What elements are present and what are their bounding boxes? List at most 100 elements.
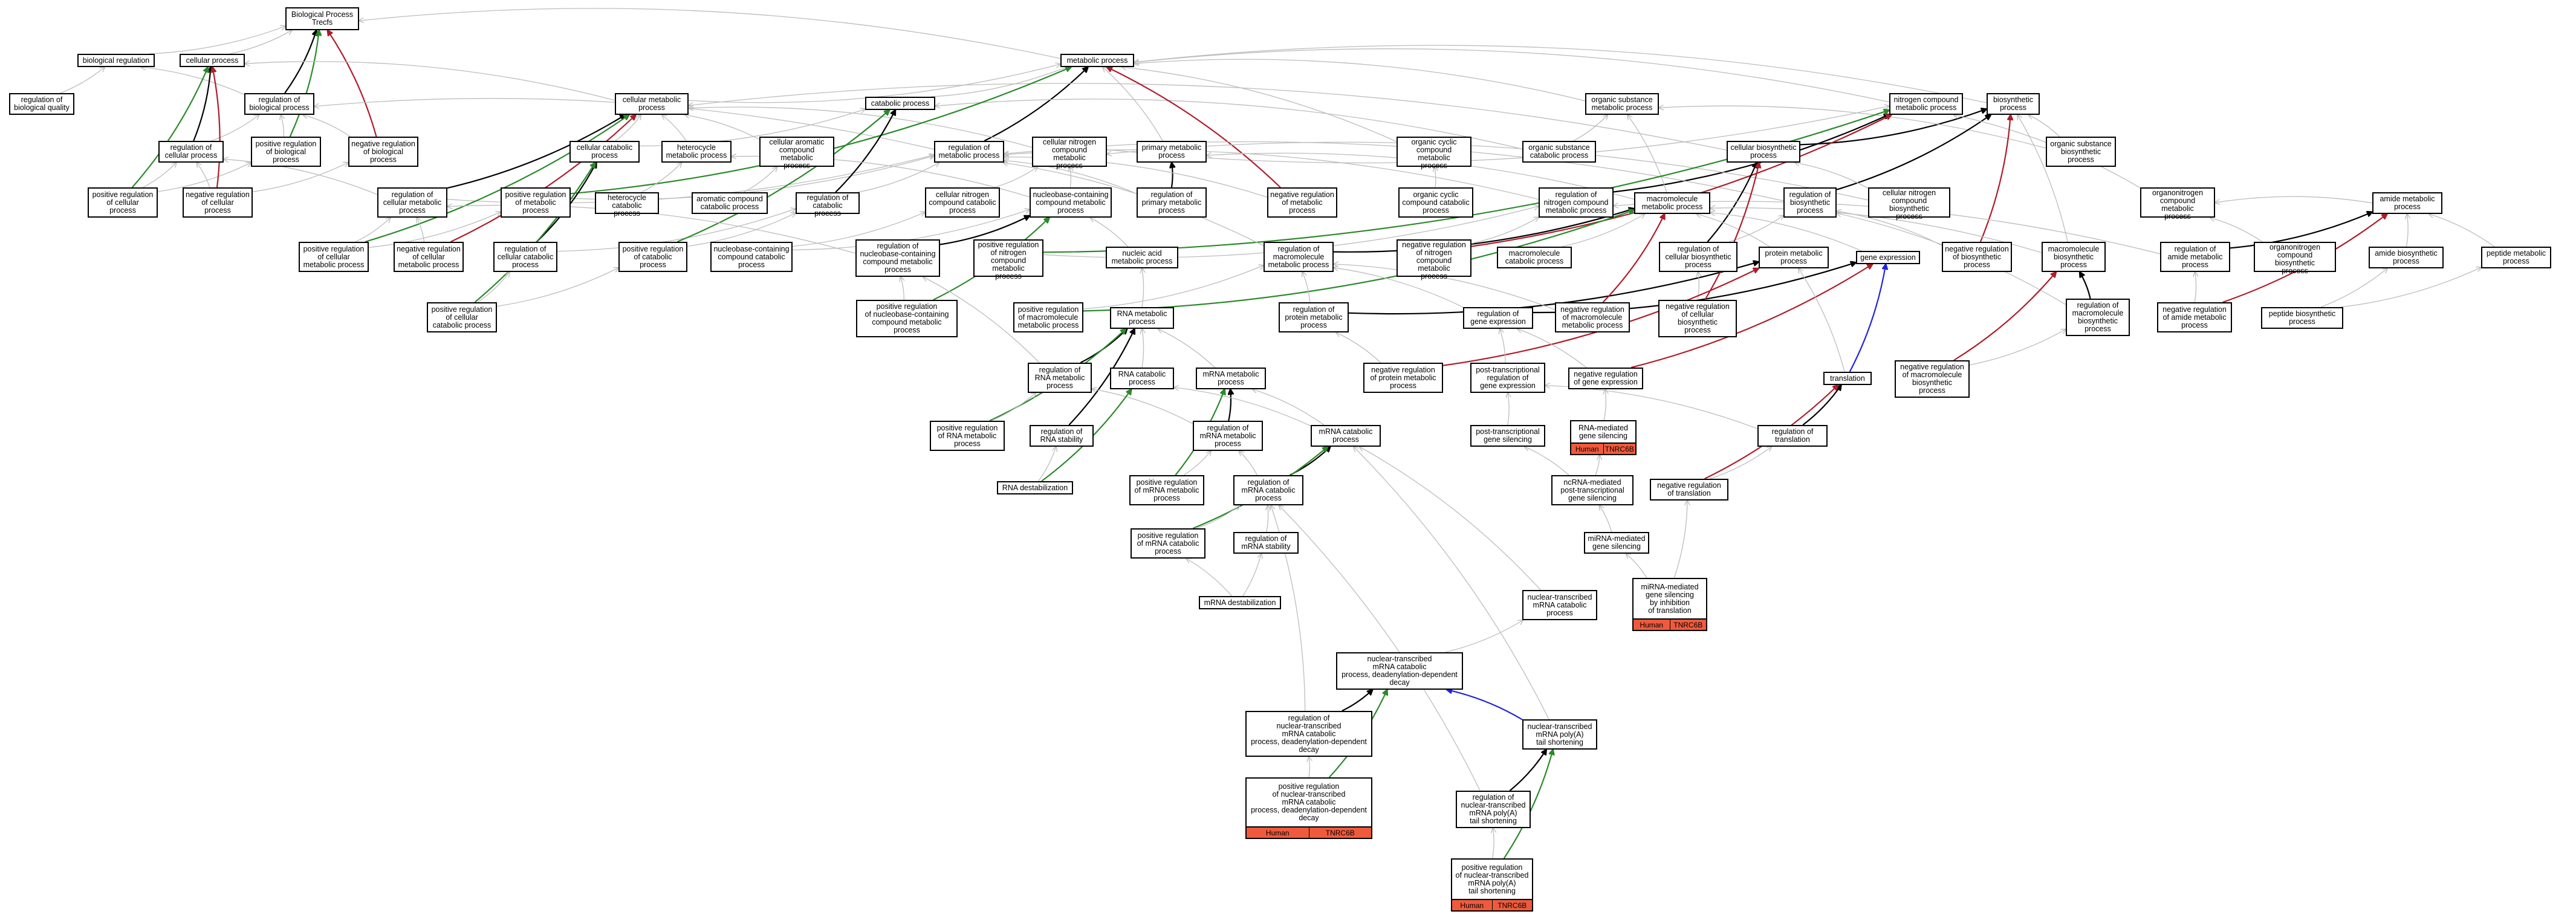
- go-term-macromet[interactable]: macromolecule metabolic process: [1634, 192, 1710, 214]
- go-term-regmrnacat[interactable]: regulation of mRNA catabolic process: [1233, 475, 1303, 505]
- go-term-orgnitrobiosyn[interactable]: organonitrogen compound biosynthetic pro…: [2254, 242, 2336, 275]
- go-term-posregpolyA[interactable]: positive regulation of nuclear-transcrib…: [1451, 858, 1533, 912]
- go-term-regprimet[interactable]: regulation of primary metabolic process: [1137, 187, 1207, 218]
- go-term-cellbiosyn[interactable]: cellular biosynthetic process: [1727, 141, 1800, 163]
- go-term-cellmet[interactable]: cellular metabolic process: [615, 93, 689, 115]
- go-term-negregnitromet[interactable]: negative regulation of nitrogen compound…: [1397, 239, 1471, 280]
- go-term-peptidebiosyn[interactable]: peptide biosynthetic process: [2261, 307, 2343, 329]
- go-term-regcellmet[interactable]: regulation of cellular metabolic process: [377, 187, 447, 218]
- go-term-negregbp[interactable]: negative regulation of biological proces…: [348, 137, 418, 167]
- go-term-negregcp[interactable]: negative regulation of cellular process: [183, 187, 253, 218]
- go-term-rnamet[interactable]: RNA metabolic process: [1110, 307, 1174, 329]
- go-term-metab[interactable]: metabolic process: [1060, 54, 1134, 67]
- go-term-negregcellbiosyn[interactable]: negative regulation of cellular biosynth…: [1658, 300, 1737, 337]
- go-term-mirnasil[interactable]: miRNA-mediated gene silencing: [1584, 532, 1649, 554]
- go-term-mrnamet[interactable]: mRNA metabolic process: [1196, 368, 1266, 389]
- go-term-negregmacrobiosyn[interactable]: negative regulation of macromolecule bio…: [1895, 360, 1970, 398]
- go-term-primet[interactable]: primary metabolic process: [1137, 141, 1207, 163]
- go-term-osubbiosyn[interactable]: organic substance biosynthetic process: [2046, 137, 2116, 167]
- go-term-macrobiosyn[interactable]: macromolecule biosynthetic process: [2042, 242, 2106, 272]
- go-term-cellcat[interactable]: cellular catabolic process: [569, 141, 640, 163]
- go-term-polyA[interactable]: nuclear-transcribed mRNA poly(A) tail sh…: [1522, 719, 1597, 750]
- go-term-posregrnamet[interactable]: positive regulation of RNA metabolic pro…: [930, 421, 1005, 451]
- go-term-regmet[interactable]: regulation of metabolic process: [934, 141, 1004, 163]
- go-term-translation[interactable]: translation: [1823, 372, 1872, 385]
- go-term-ocyclic[interactable]: organic cyclic compound metabolic proces…: [1397, 137, 1471, 170]
- go-term-posregdeadenyl[interactable]: positive regulation of nuclear-transcrib…: [1245, 777, 1372, 839]
- go-term-regrnastab[interactable]: regulation of RNA stability: [1030, 425, 1094, 447]
- go-term-nuctrmrnacat[interactable]: nuclear-transcribed mRNA catabolic proce…: [1522, 590, 1597, 620]
- go-term-osubcat[interactable]: organic substance catabolic process: [1522, 141, 1596, 163]
- go-term-posregcp[interactable]: positive regulation of cellular process: [88, 187, 158, 218]
- go-term-posregmacromet[interactable]: positive regulation of macromolecule met…: [1013, 302, 1083, 332]
- go-term-nitromet[interactable]: nitrogen compound metabolic process: [1889, 93, 1963, 115]
- go-term-regcat[interactable]: regulation of catabolic process: [796, 192, 860, 218]
- go-term-negregmacromet[interactable]: negative regulation of macromolecule met…: [1555, 302, 1630, 332]
- go-term-posttranssil[interactable]: post-transcriptional gene silencing: [1470, 425, 1545, 447]
- go-term-regamidemet[interactable]: regulation of amide metabolic process: [2160, 242, 2230, 272]
- go-term-negregmet[interactable]: negative regulation of metabolic process: [1267, 187, 1337, 218]
- go-term-posregmet[interactable]: positive regulation of metabolic process: [501, 187, 571, 218]
- go-term-posregbp[interactable]: positive regulation of biological proces…: [251, 137, 321, 167]
- go-term-posregnitromet[interactable]: positive regulation of nitrogen compound…: [973, 239, 1043, 280]
- go-term-regmrnamet[interactable]: regulation of mRNA metabolic process: [1193, 421, 1263, 451]
- go-term-orgnitromet[interactable]: organonitrogen compound metabolic proces…: [2140, 187, 2215, 221]
- go-term-regmacromet[interactable]: regulation of macromolecule metabolic pr…: [1264, 242, 1334, 272]
- go-term-regprotmet[interactable]: regulation of protein metabolic process: [1279, 302, 1349, 332]
- go-term-posregnuccont[interactable]: positive regulation of nucleobase-contai…: [856, 300, 958, 337]
- go-term-negregamidemet[interactable]: negative regulation of amide metabolic p…: [2157, 302, 2232, 332]
- go-term-regmrnastab[interactable]: regulation of mRNA stability: [1233, 532, 1299, 554]
- go-term-regnuccont[interactable]: regulation of nucleobase-containing comp…: [855, 239, 940, 277]
- go-term-regbq[interactable]: regulation of biological quality: [9, 93, 74, 115]
- go-term-hetmet[interactable]: heterocycle metabolic process: [661, 141, 732, 163]
- go-term-posttransreg[interactable]: post-transcriptional regulation of gene …: [1470, 363, 1545, 393]
- go-term-peptidemet[interactable]: peptide metabolic process: [2481, 247, 2551, 268]
- go-term-regmacrobiosyn[interactable]: regulation of macromolecule biosynthetic…: [2066, 299, 2130, 336]
- go-term-regrnamet[interactable]: regulation of RNA metabolic process: [1028, 363, 1092, 393]
- go-term-nuccontcat[interactable]: nucleobase-containing compound catabolic…: [710, 242, 793, 272]
- go-term-amidemet[interactable]: amide metabolic process: [2372, 192, 2442, 214]
- go-term-negregtransl[interactable]: negative regulation of translation: [1650, 479, 1728, 501]
- go-term-regbp[interactable]: regulation of biological process: [244, 93, 314, 115]
- go-term-reggeneexp[interactable]: regulation of gene expression: [1463, 307, 1533, 329]
- go-term-posregcat[interactable]: positive regulation of catabolic process: [618, 242, 687, 272]
- go-term-cellarom[interactable]: cellular aromatic compound metabolic pro…: [759, 137, 834, 170]
- go-term-cellproc[interactable]: cellular process: [180, 54, 245, 67]
- go-term-osubmet[interactable]: organic substance metabolic process: [1585, 93, 1659, 115]
- go-term-protmet[interactable]: protein metabolic process: [1759, 247, 1829, 268]
- go-term-mrnadestab[interactable]: mRNA destabilization: [1199, 596, 1281, 609]
- go-term-posregcellcat[interactable]: positive regulation of cellular cataboli…: [427, 302, 497, 332]
- go-term-rnacat[interactable]: RNA catabolic process: [1110, 368, 1174, 389]
- go-term-nucacid[interactable]: nucleic acid metabolic process: [1106, 247, 1178, 268]
- go-term-regcellcat[interactable]: regulation of cellular catabolic process: [493, 242, 557, 272]
- go-term-negregbiosyn[interactable]: negative regulation of biosynthetic proc…: [1942, 242, 2012, 272]
- go-term-cellnitrobiosyn[interactable]: cellular nitrogen compound biosynthetic …: [1868, 187, 1950, 221]
- go-term-biosyn[interactable]: biosynthetic process: [1987, 93, 2040, 115]
- go-term-ncrnasil[interactable]: ncRNA-mediated post-transcriptional gene…: [1551, 475, 1634, 505]
- go-term-nuccont[interactable]: nucleobase-containing compound metabolic…: [1030, 187, 1112, 218]
- go-term-geneexp[interactable]: gene expression: [1856, 251, 1920, 264]
- go-term-negregprotmet[interactable]: negative regulation of protein metabolic…: [1363, 363, 1443, 393]
- go-term-posregcellmet[interactable]: positive regulation of cellular metaboli…: [299, 242, 369, 272]
- go-term-regtransl[interactable]: regulation of translation: [1757, 425, 1828, 447]
- go-term-ocycliccat[interactable]: organic cyclic compound catabolic proces…: [1398, 187, 1473, 218]
- go-term-posregmrnamet[interactable]: positive regulation of mRNA metabolic pr…: [1129, 475, 1204, 505]
- go-term-mrnacat[interactable]: mRNA catabolic process: [1311, 425, 1381, 447]
- go-term-amidebiosyn[interactable]: amide biosynthetic process: [2369, 247, 2444, 268]
- go-term-cellnitrocat[interactable]: cellular nitrogen compound catabolic pro…: [925, 187, 1000, 218]
- go-term-hetcat[interactable]: heterocycle catabolic process: [595, 192, 659, 218]
- go-term-posregmrnacat[interactable]: positive regulation of mRNA catabolic pr…: [1131, 528, 1205, 559]
- go-term-regpolyA[interactable]: regulation of nuclear-transcribed mRNA p…: [1456, 791, 1531, 828]
- go-term-mirnasiltransl[interactable]: miRNA-mediated gene silencing by inhibit…: [1632, 578, 1707, 631]
- go-term-regnitromet[interactable]: regulation of nitrogen compound metaboli…: [1539, 187, 1614, 218]
- go-term-rnadestab[interactable]: RNA destabilization: [997, 481, 1073, 494]
- go-term-regcp[interactable]: regulation of cellular process: [158, 141, 224, 163]
- go-term-catab[interactable]: catabolic process: [865, 97, 935, 110]
- go-term-bp[interactable]: Biological Process Trecfs: [285, 7, 359, 30]
- go-term-negregcellmet[interactable]: negative regulation of cellular metaboli…: [394, 242, 464, 272]
- go-term-regdeadenyl[interactable]: regulation of nuclear-transcribed mRNA c…: [1245, 711, 1372, 757]
- go-term-cellnitro[interactable]: cellular nitrogen compound metabolic pro…: [1032, 137, 1107, 170]
- go-term-regcellbiosyn[interactable]: regulation of cellular biosynthetic proc…: [1659, 242, 1737, 272]
- go-term-biolreg[interactable]: biological regulation: [77, 54, 155, 67]
